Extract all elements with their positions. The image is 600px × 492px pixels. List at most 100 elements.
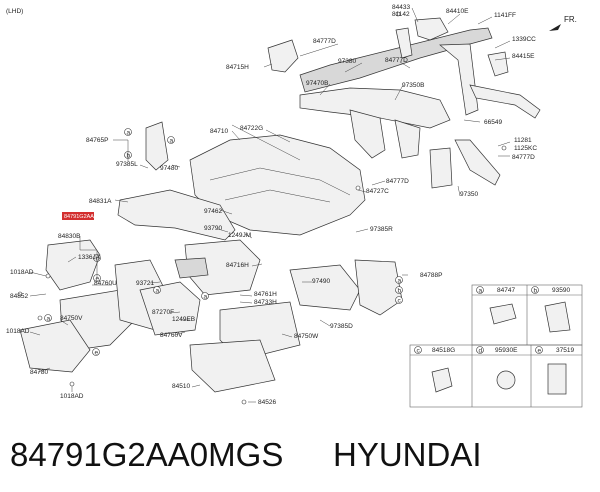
lower-cover-84830B bbox=[45, 239, 101, 291]
svg-text:c: c bbox=[398, 298, 402, 305]
lhd-tag: (LHD) bbox=[6, 8, 23, 15]
part-label: 1249JM bbox=[228, 232, 251, 239]
part-label: 97480 bbox=[160, 165, 178, 172]
svg-text:e: e bbox=[96, 276, 100, 283]
inset-part-d: 95930E bbox=[495, 347, 518, 354]
cowl-cross-bar bbox=[299, 17, 541, 119]
part-label: 97385L bbox=[116, 161, 138, 168]
inset-part-e: 37519 bbox=[556, 347, 574, 354]
lower-panel-84831A bbox=[117, 189, 236, 241]
part-label: 1249EB bbox=[172, 316, 195, 323]
part-label: 1018AD bbox=[60, 393, 84, 400]
inset-clip-84747 bbox=[489, 303, 517, 325]
part-label: 81142 bbox=[392, 11, 410, 18]
svg-text:b: b bbox=[534, 288, 538, 295]
right-lower-panel-97385D bbox=[289, 264, 361, 311]
svg-text:a: a bbox=[47, 316, 51, 323]
svg-text:a: a bbox=[156, 288, 160, 295]
part-label: 84727C bbox=[366, 188, 389, 195]
part-labels: 84433 81142 84410E 1141FF 1339CC 84415E … bbox=[6, 4, 537, 406]
part-label: 84777D bbox=[385, 57, 408, 64]
glove-box-84510 bbox=[189, 339, 276, 393]
front-direction-arrow-icon bbox=[549, 24, 561, 31]
part-label: 97385D bbox=[330, 323, 353, 330]
part-label: 97350 bbox=[460, 191, 478, 198]
part-label: 84433 bbox=[392, 4, 410, 11]
part-label: 84750V bbox=[60, 315, 83, 322]
svg-text:e: e bbox=[538, 348, 542, 355]
front-direction-label: FR. bbox=[564, 15, 577, 24]
svg-text:b: b bbox=[398, 288, 402, 295]
part-label: 1125KC bbox=[514, 145, 537, 152]
inset-bracket-93590 bbox=[544, 301, 571, 333]
switch-panel bbox=[174, 257, 209, 279]
part-label: 1018AD bbox=[10, 269, 34, 276]
lower-left-panel-84780 bbox=[19, 319, 91, 373]
highlighted-part-tag: 84791G2AA0 bbox=[62, 212, 97, 220]
part-label: 84831A bbox=[89, 198, 112, 205]
part-label: 84760U bbox=[94, 280, 117, 287]
part-label: 93721 bbox=[136, 280, 154, 287]
part-label: 97470B bbox=[306, 80, 328, 87]
svg-text:d: d bbox=[479, 348, 483, 355]
part-label: 84410E bbox=[446, 8, 469, 15]
part-label: 87270F bbox=[152, 309, 174, 316]
svg-text:e: e bbox=[95, 350, 99, 357]
part-label: 84777D bbox=[386, 178, 409, 185]
part-label: 84750W bbox=[294, 333, 319, 340]
inset-part-c: 84518G bbox=[432, 347, 455, 354]
part-label: 84415E bbox=[512, 53, 535, 60]
part-label: 84830B bbox=[58, 233, 80, 240]
callout-markers: a b a d e e a a a a b c bbox=[44, 128, 403, 357]
part-label: 97462 bbox=[204, 208, 222, 215]
part-label: 84777D bbox=[313, 38, 336, 45]
svg-text:d: d bbox=[96, 256, 100, 263]
part-label: 84765P bbox=[86, 137, 108, 144]
part-label: 84852 bbox=[10, 293, 28, 300]
inset-part-a: 84747 bbox=[497, 287, 515, 294]
svg-text:a: a bbox=[479, 288, 483, 295]
part-label: 84761H bbox=[254, 291, 277, 298]
crash-pad-main-panel bbox=[189, 124, 366, 236]
svg-text:a: a bbox=[398, 278, 402, 285]
part-label: 1336JA bbox=[78, 254, 101, 261]
fasteners bbox=[17, 11, 507, 405]
part-label: 66549 bbox=[484, 119, 502, 126]
part-label: 1339CC bbox=[512, 36, 536, 43]
part-label: 1141FF bbox=[494, 12, 516, 19]
svg-text:c: c bbox=[417, 348, 421, 355]
leader-lines bbox=[29, 7, 511, 403]
part-label: 84788P bbox=[420, 272, 442, 279]
part-label: 84526 bbox=[258, 399, 276, 406]
part-label: 84733H bbox=[254, 299, 277, 306]
part-label: 84716H bbox=[226, 262, 249, 269]
inset-module-37519 bbox=[547, 363, 567, 395]
right-side-cover-84788P bbox=[354, 259, 403, 316]
svg-text:a: a bbox=[127, 130, 131, 137]
svg-text:a: a bbox=[170, 138, 174, 145]
inset-clip-84518G bbox=[431, 367, 453, 393]
side-bracket-84715H bbox=[267, 39, 299, 73]
part-label: 97490 bbox=[312, 278, 330, 285]
footer-part-number: 84791G2AA0MGS bbox=[10, 436, 283, 473]
inset-part-b: 93590 bbox=[552, 287, 570, 294]
air-duct-assembly bbox=[299, 87, 501, 189]
part-label: 84777D bbox=[512, 154, 535, 161]
highlighted-part-number: 84791G2AA0 bbox=[64, 214, 97, 220]
part-label: 84722G bbox=[240, 125, 263, 132]
inset-grommet-95930E bbox=[496, 370, 516, 390]
footer-brand: HYUNDAI bbox=[333, 436, 482, 473]
part-label: 84715H bbox=[226, 64, 249, 71]
part-label: 11281 bbox=[514, 137, 532, 144]
part-label: 93790 bbox=[204, 225, 222, 232]
part-label: 84780 bbox=[30, 369, 48, 376]
svg-text:a: a bbox=[204, 294, 208, 301]
part-label: 97350B bbox=[402, 82, 424, 89]
part-label: 84510 bbox=[172, 383, 190, 390]
part-label: 97385R bbox=[370, 226, 393, 233]
part-label: 1018AD bbox=[6, 328, 30, 335]
inset-parts-table: a 84747 b 93590 c 84518G d 95930E e 3751… bbox=[409, 284, 583, 408]
part-label: 84760V bbox=[160, 332, 183, 339]
center-fascia-84760V bbox=[139, 281, 201, 336]
